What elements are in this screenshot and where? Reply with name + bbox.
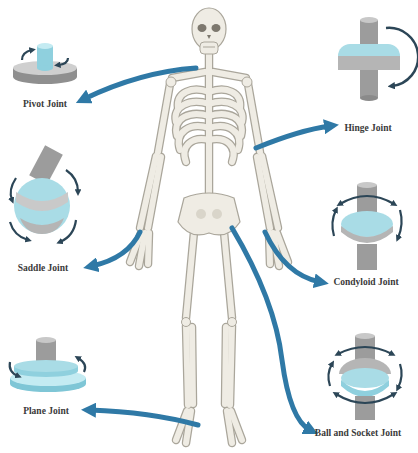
- hinge-joint-icon: [338, 17, 418, 101]
- joint-node: Hinge Joint: [322, 15, 414, 134]
- hinge-joint-icon-part: [386, 28, 418, 86]
- skeleton-part: [130, 54, 288, 443]
- skeleton-part: [242, 77, 252, 87]
- plane-joint-icon-part-part: [10, 362, 18, 376]
- skeleton-part: [212, 24, 221, 32]
- condyloid-joint-icon-part: [357, 182, 377, 188]
- hinge-joint-icon-part: [360, 70, 378, 98]
- saddle-joint-icon: [10, 145, 78, 242]
- skeleton-part: [228, 318, 237, 327]
- pointer-arrows-part: [232, 228, 310, 430]
- skeleton-part: [203, 47, 215, 48]
- ball-socket-joint-icon-part: [328, 347, 401, 403]
- condyloid-joint-icon-part: [357, 185, 377, 215]
- skeleton-part: [130, 54, 288, 443]
- pivot-joint-icon-part: [37, 46, 53, 68]
- pivot-joint-icon-part-part: [58, 58, 68, 65]
- ball-socket-joint-icon-part-part: [398, 364, 402, 388]
- ball-socket-joint-icon-part: [341, 368, 389, 388]
- plane-joint-icon-part: [14, 360, 78, 372]
- joint-node: Saddle Joint: [2, 145, 84, 274]
- ball-socket-joint-icon-part: [355, 396, 375, 420]
- skeleton-part: [182, 318, 191, 327]
- pointer-arrows-part: [92, 232, 140, 266]
- condyloid-joint-icon-part-part: [398, 210, 402, 238]
- joint-label: Pivot Joint: [5, 99, 85, 110]
- skeleton-part: [200, 42, 218, 54]
- ball-socket-joint-icon-part: [341, 380, 389, 397]
- pivot-joint-icon: [13, 43, 77, 84]
- pivot-joint-icon-part-part: [22, 50, 32, 60]
- saddle-joint-icon-part-part: [60, 220, 76, 242]
- ball-socket-joint-icon-part-part: [338, 347, 392, 354]
- condyloid-joint-icon-part-part: [332, 210, 336, 236]
- condyloid-joint-icon-part-part: [340, 196, 394, 204]
- pointer-arrows: [84, 68, 330, 430]
- condyloid-joint-icon: [332, 182, 401, 270]
- saddle-joint-icon-part: [14, 178, 70, 234]
- joint-label: Ball and Socket Joint: [300, 428, 416, 439]
- pointer-arrows-part: [265, 232, 320, 282]
- saddle-joint-icon-part-part: [10, 222, 28, 240]
- pivot-joint-icon-part: [37, 43, 53, 49]
- joint-node: Condyloid Joint: [318, 180, 414, 288]
- skeleton-part: [196, 209, 206, 219]
- joint-node: Plane Joint: [5, 335, 87, 417]
- ball-socket-joint-icon-part: [355, 333, 375, 339]
- joint-label: Hinge Joint: [322, 123, 414, 134]
- condyloid-joint-icon-part: [357, 244, 377, 270]
- condyloid-joint-icon-part: [332, 196, 401, 238]
- joint-label: Condyloid Joint: [318, 277, 414, 288]
- saddle-joint-icon-part: [16, 192, 68, 211]
- ball-socket-joint-icon-part-part: [328, 364, 332, 386]
- joint-label: Saddle Joint: [2, 263, 84, 274]
- ball-socket-joint-icon: [328, 333, 401, 420]
- plane-joint-icon-part: [36, 337, 56, 343]
- hinge-joint-icon-part: [360, 20, 378, 48]
- hinge-joint-icon-part: [360, 95, 378, 101]
- joint-node: Ball and Socket Joint: [300, 332, 416, 439]
- pointer-arrows-part: [84, 68, 196, 99]
- condyloid-joint-icon-part: [341, 226, 393, 243]
- pivot-joint-icon-part: [22, 50, 68, 65]
- skeleton-part: [198, 24, 207, 32]
- pointer-arrows-part: [256, 126, 330, 148]
- saddle-joint-icon-part: [10, 170, 78, 242]
- saddle-joint-icon-part-part: [11, 178, 16, 200]
- skeleton-part: [207, 35, 211, 39]
- skeleton-part: [166, 77, 176, 87]
- ball-socket-joint-icon-part-part: [336, 394, 394, 403]
- hinge-joint-icon-part: [360, 17, 378, 23]
- pivot-joint-icon-part: [37, 65, 53, 71]
- joint-label: Plane Joint: [5, 406, 87, 417]
- hinge-joint-icon-part: [338, 56, 400, 70]
- joint-node: Pivot Joint: [5, 28, 85, 110]
- saddle-joint-icon-part-part: [66, 170, 78, 192]
- saddle-joint-icon-part: [20, 218, 64, 234]
- plane-joint-icon-part-part: [78, 358, 85, 372]
- pointer-arrows-part: [90, 410, 198, 425]
- skeleton-part: [212, 209, 222, 219]
- plane-joint-icon-part: [10, 358, 85, 376]
- plane-joint-icon: [10, 337, 86, 392]
